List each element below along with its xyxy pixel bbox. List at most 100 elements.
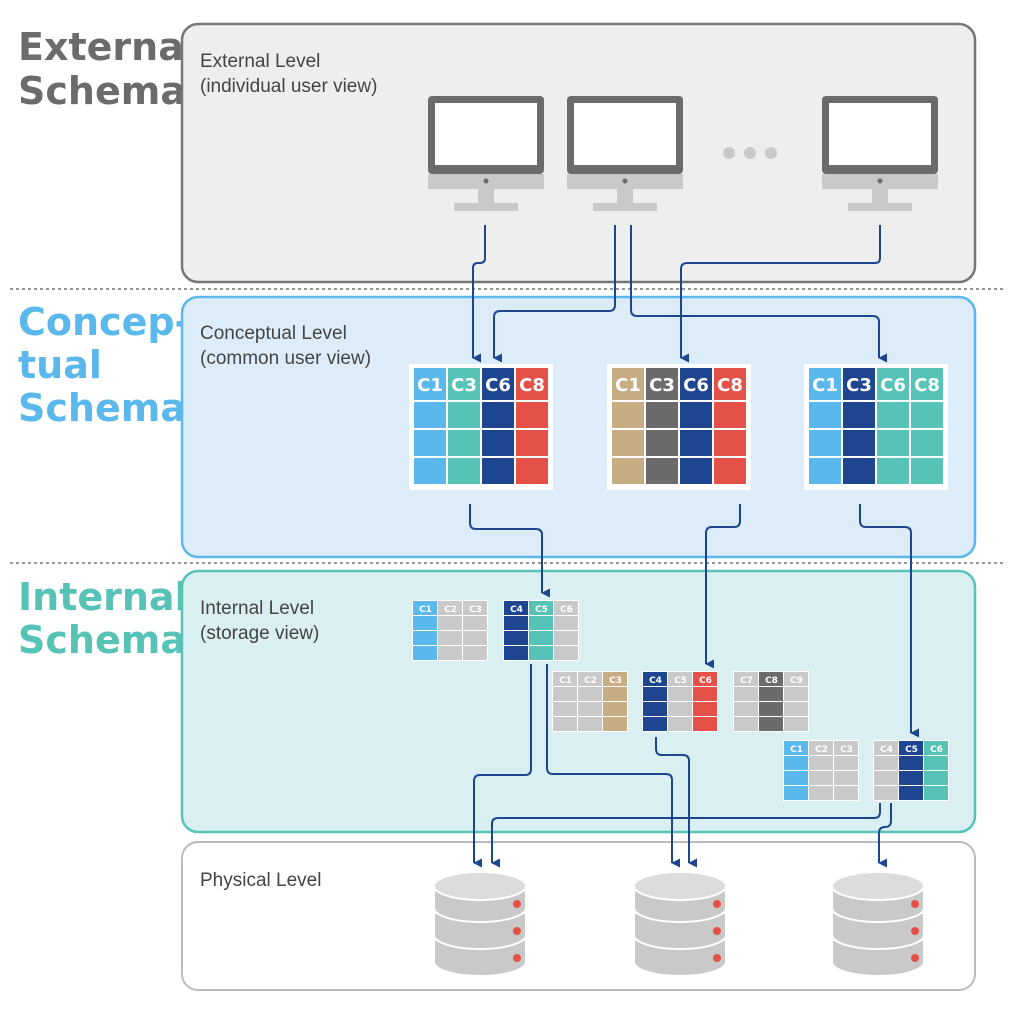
table-cell [643, 687, 667, 701]
table-cell [612, 458, 644, 484]
column-label: C5 [535, 605, 548, 615]
table-cell [463, 616, 487, 630]
table-cell [668, 702, 692, 716]
table-cell [553, 717, 577, 731]
internal-schema-line2: Schema [18, 618, 186, 662]
table-header-cell [714, 368, 746, 400]
table-cell [809, 430, 841, 456]
column-label: C7 [740, 676, 753, 686]
table-cell [734, 717, 758, 731]
table-cell [603, 687, 627, 701]
column-label: C8 [765, 676, 778, 686]
table-cell [668, 717, 692, 731]
table-cell [693, 702, 717, 716]
table-cell [413, 646, 437, 660]
table-cell [874, 786, 898, 800]
monitor-icon [822, 96, 938, 211]
table-cell [463, 631, 487, 645]
external-schema-line2: Schema [18, 69, 186, 113]
table-cell [504, 616, 528, 630]
column-label: C4 [510, 605, 523, 615]
table-cell [899, 756, 923, 770]
table-cell [516, 458, 548, 484]
table-cell [504, 631, 528, 645]
table-cell [809, 402, 841, 428]
table-header-cell [668, 672, 692, 686]
table-cell [578, 687, 602, 701]
internal-schema-title: Internal Schema [18, 575, 188, 662]
table-cell [874, 756, 898, 770]
column-label: C6 [699, 676, 712, 686]
arrow-table3-to-internal [859, 504, 920, 738]
column-label: C3 [840, 745, 853, 755]
table-cell [714, 458, 746, 484]
table-header-cell [877, 368, 909, 400]
table-cell [680, 402, 712, 428]
table-cell [843, 458, 875, 484]
table-cell [834, 756, 858, 770]
table-header-cell [578, 672, 602, 686]
conceptual-schema-title: Concep- tual Schema [18, 300, 190, 430]
table-cell [448, 458, 480, 484]
conceptual-schema-line1: Concep- [18, 300, 190, 344]
table-header-cell [874, 741, 898, 755]
table-header-cell [504, 601, 528, 615]
table-header-cell [784, 672, 808, 686]
conceptual-schema-line3: Schema [18, 386, 186, 430]
arrow-table2-to-internal [705, 504, 741, 669]
table-cell [843, 402, 875, 428]
internal-level-title: Internal Level [200, 598, 314, 619]
table-cell [413, 631, 437, 645]
table-cell [911, 402, 943, 428]
table-cell [414, 458, 446, 484]
table-cell [809, 458, 841, 484]
table-cell [899, 771, 923, 785]
external-level-title: External Level [200, 51, 320, 72]
conceptual-level-box [180, 295, 977, 559]
table-cell [784, 771, 808, 785]
table-cell [643, 717, 667, 731]
column-label: C3 [451, 375, 477, 396]
table-cell [714, 430, 746, 456]
arrow-internal-to-db3 [878, 803, 892, 868]
column-label: C1 [615, 375, 641, 396]
table-header-cell [834, 741, 858, 755]
conceptual-level-subtitle: (common user view) [200, 348, 371, 369]
arrow-table1-to-internal [469, 504, 551, 598]
column-label: C4 [880, 745, 893, 755]
table-header-cell [612, 368, 644, 400]
table-cell [759, 717, 783, 731]
monitor-icon [428, 96, 544, 211]
table-cell [924, 771, 948, 785]
table-header-cell [734, 672, 758, 686]
arrow-internal-to-db2-b [655, 737, 698, 868]
table-cell [603, 702, 627, 716]
table-header-cell [603, 672, 627, 686]
table-header-cell [438, 601, 462, 615]
column-label: C1 [419, 605, 432, 615]
database-icon [433, 871, 527, 977]
column-label: C1 [417, 375, 443, 396]
table-header-cell [516, 368, 548, 400]
table-cell [438, 631, 462, 645]
table-cell [554, 631, 578, 645]
table-header-cell [554, 601, 578, 615]
table-header-cell [809, 741, 833, 755]
table-cell [924, 756, 948, 770]
table-header-cell [693, 672, 717, 686]
table-cell [911, 430, 943, 456]
column-label: C3 [846, 375, 872, 396]
table-cell [482, 402, 514, 428]
table-cell [809, 771, 833, 785]
